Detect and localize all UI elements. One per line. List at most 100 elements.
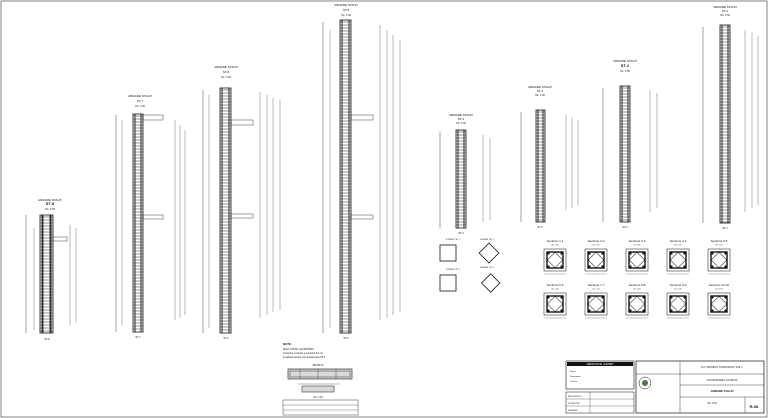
column-6-scale: SC. 1:50 (535, 94, 545, 97)
column-elevation-3: ARMARE STALPI ST-6 SC. 1:50 ST-6 (202, 65, 281, 340)
column-1-bottom: ST-8 (44, 338, 50, 341)
column-4-name: ST-5 (343, 8, 350, 12)
column-1-scale: SC. 1:50 (45, 208, 55, 211)
section-title: Sectiune 9-9 (670, 283, 687, 287)
beam-detail: DETALIU SC. 1:20 (287, 363, 353, 399)
stamp-line-3: Cerinta (570, 380, 578, 383)
section-3: Sectiune 3-3SC. 1:20 (625, 239, 649, 275)
drawing-number: R-08 (750, 404, 759, 409)
section-7: Sectiune 7-7SC. 1:20 (584, 283, 608, 319)
column-6-name: ST-3 (537, 89, 544, 93)
column-1-header: ARMARE STALPI (38, 198, 62, 202)
stirrup-label-3: ETRIER TIP 3 (446, 269, 461, 271)
stirrup-ticks (133, 114, 143, 332)
section-title: Sectiune 2-2 (588, 239, 605, 243)
section-title: Sectiune 4-4 (670, 239, 687, 243)
section-scale: SC. 1:20 (593, 245, 600, 247)
column-2-name: ST-7 (137, 99, 144, 103)
column-3-header: ARMARE STALPI (214, 65, 238, 69)
section-scale: SC. 1:20 (552, 245, 559, 247)
section-9: Sectiune 9-9SC. 1:20 (666, 283, 690, 319)
section-title: Sectiune 8-8 (629, 283, 646, 287)
section-1: Sectiune 1-1SC. 1:20 (543, 239, 567, 275)
section-5: Sectiune 5-5SC. 1:20 (707, 239, 731, 275)
column-3-bottom: ST-6 (223, 337, 229, 340)
section-scale: SC. 1:20 (716, 245, 723, 247)
column-4-header: ARMARE STALPI (334, 3, 358, 7)
column-8-name: ST-1 (722, 9, 729, 13)
column-6-bottom: ST-3 (537, 226, 543, 229)
section-4: Sectiune 4-4SC. 1:20 (666, 239, 690, 275)
section-title: Sectiune 1-1 (547, 239, 564, 243)
stirrup-details: ETRIER TIP 1 ETRIER TIP 2 ETRIER TIP 3 E… (439, 239, 501, 293)
stirrup-label-4: ETRIER TIP 4 (480, 267, 495, 269)
section-scale: SC. 1:20 (675, 245, 682, 247)
stirrup-label-1: ETRIER TIP 1 (446, 239, 461, 241)
column-elevation-8: ARMARE STALPI ST-1 SC. 1:50 ST-1 (702, 5, 759, 230)
column-4-scale: SC. 1:50 (341, 14, 351, 17)
section-title: Sectiune 7-7 (588, 283, 605, 287)
verifier-stamp: VERIFICATOR / EXPERT Nume Semnatura Ceri… (565, 360, 635, 390)
stirrup-shape-2 (478, 242, 500, 264)
column-2-bottom: ST-7 (135, 336, 141, 339)
section-title: Sectiune 10-10 (709, 283, 730, 287)
stirrup-ticks (536, 110, 545, 222)
section-title: Sectiune 5-5 (711, 239, 728, 243)
stirrup-ticks (220, 88, 231, 333)
section-scale: SC. 1:20 (552, 289, 559, 291)
column-elevation-2: ARMARE STALPI ST-7 SC. 1:50 ST-7 (115, 94, 186, 339)
column-elevation-5: ARMARE STALPI ST-4 SC. 1:50 ST-4 (439, 113, 491, 235)
column-2-header: ARMARE STALPI (128, 94, 152, 98)
column-7-header: ARMARE STALPI (613, 59, 637, 63)
bottom-left-box (282, 399, 359, 416)
detail-title: DETALIU (313, 363, 324, 367)
section-title: Sectiune 3-3 (629, 239, 646, 243)
column-5-scale: SC. 1:50 (456, 122, 466, 125)
stirrup-shape-3 (439, 274, 457, 292)
stamp-line-1: Nume (570, 371, 577, 373)
project-name: CONSTRUIRE LOCUINTA (707, 378, 738, 382)
section-2: Sectiune 2-2SC. 1:20 (584, 239, 608, 275)
column-7-bottom: ST-2 (622, 226, 628, 229)
column-elevation-1: ARMARE STALPI ST-8 SC. 1:50 ST-8 (25, 198, 77, 341)
column-elevation-6: ARMARE STALPI ST-3 SC. 1:50 ST-3 (520, 85, 579, 229)
column-elevation-7: ARMARE STALPI ST-2 SC. 1:50 ST-2 (602, 59, 658, 229)
stirrup-ticks (620, 86, 630, 222)
section-8: Sectiune 8-8SC. 1:20 (625, 283, 649, 319)
notes-line-2: Acoperire cu beton a armaturii 3.0 cm (283, 352, 323, 355)
section-scale: SC. 1:20 (634, 245, 641, 247)
notes-line-3: Innadirea barelor prin suprapunere 50 d (283, 356, 326, 359)
stirrup-label-2: ETRIER TIP 2 (480, 239, 495, 241)
roles-table: SEF PROIECT PROIECTAT DESENAT (565, 391, 635, 414)
section-scale: SC. 1:20 (634, 289, 641, 291)
drawing-scale: SC. 1:50 (707, 402, 717, 405)
column-8-bottom: ST-1 (722, 227, 728, 230)
drawing-title: ARMARE STALPI (711, 389, 734, 393)
stamp-header: VERIFICATOR / EXPERT (586, 363, 614, 366)
section-scale: SC. 1:20 (716, 289, 723, 291)
stamp-line-2: Semnatura (570, 375, 581, 378)
section-scale: SC. 1:20 (675, 289, 682, 291)
stirrup-ticks (456, 130, 466, 228)
column-5-header: ARMARE STALPI (449, 113, 473, 117)
stirrup-ticks (720, 25, 730, 223)
company-name: S.C. PROIECT CONSTRUCT S.R.L. (701, 365, 743, 369)
section-6: Sectiune 6-6SC. 1:20 (543, 283, 567, 319)
section-title: Sectiune 6-6 (547, 283, 564, 287)
stirrup-ticks (340, 20, 351, 333)
column-4-bottom: ST-5 (343, 337, 349, 340)
column-8-scale: SC. 1:50 (720, 14, 730, 17)
column-elevation-4: ARMARE STALPI ST-5 SC. 1:50 ST-5 (322, 3, 401, 340)
column-5-name: ST-4 (458, 117, 465, 121)
column-5-bottom: ST-4 (458, 232, 464, 235)
column-8-header: ARMARE STALPI (713, 5, 737, 9)
stirrup-shape-1 (439, 244, 457, 262)
role-2: PROIECTAT (568, 402, 580, 405)
notes-block: NOTE: Beton C25/30, otel BST500S Acoperi… (283, 342, 326, 359)
role-1: SEF PROIECT (568, 396, 583, 398)
